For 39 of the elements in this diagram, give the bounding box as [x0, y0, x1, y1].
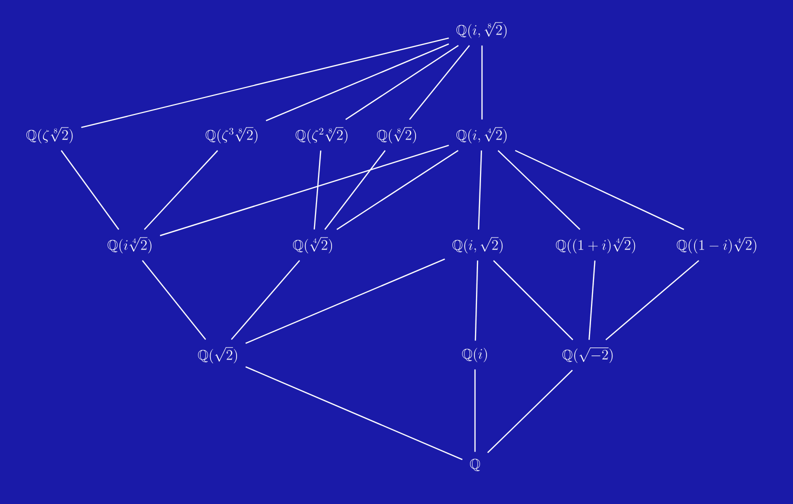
connector-line — [60, 150, 120, 230]
connector-line — [498, 150, 580, 230]
field-label: $\mathbb{Q}(\zeta\sqrt[8]{2})$ — [26, 127, 73, 144]
connector-line — [493, 260, 574, 340]
connector-line — [266, 43, 450, 122]
connector-line — [478, 150, 482, 230]
connector-line — [514, 150, 684, 230]
field-label: $\mathbb{Q}(\sqrt[8]{2})$ — [377, 127, 416, 144]
connector-line — [481, 46, 483, 120]
connector-line — [230, 260, 300, 340]
connector-line — [487, 370, 573, 454]
connector-line — [142, 260, 206, 340]
connector-line — [345, 45, 459, 120]
field-label: $\mathbb{Q}(i)$ — [462, 348, 487, 362]
field-label: $\mathbb{Q}(\sqrt{2})$ — [198, 347, 238, 364]
connector-line — [409, 45, 470, 120]
field-label: $\mathbb{Q}(\zeta^{3}\sqrt[8]{2})$ — [206, 127, 258, 144]
field-label: $\mathbb{Q}(i,\sqrt[8]{2})$ — [456, 22, 507, 38]
connector-line — [314, 150, 322, 230]
connector-line — [245, 366, 463, 460]
field-label: $\mathbb{Q}$ — [470, 458, 480, 472]
field-label: $\mathbb{Q}(i,\sqrt[4]{2})$ — [456, 127, 507, 144]
field-label: $\mathbb{Q}(\sqrt[4]{2})$ — [293, 237, 332, 254]
connector-line — [336, 150, 458, 230]
field-label: $\mathbb{Q}(i\sqrt[4]{2})$ — [108, 237, 152, 254]
connector-line — [324, 150, 386, 230]
field-label: $\mathbb{Q}(i,\sqrt{2})$ — [452, 237, 503, 254]
connector-line — [474, 369, 476, 452]
connector-line — [144, 150, 218, 230]
connector-line — [474, 260, 478, 341]
connector-line — [81, 37, 449, 128]
field-label: $\mathbb{Q}(\sqrt{-2})$ — [562, 348, 613, 364]
connector-line — [160, 144, 449, 236]
field-label: $\mathbb{Q}((1+i)\sqrt[4]{2})$ — [556, 237, 636, 254]
connector-line — [245, 258, 446, 344]
field-label: $\mathbb{Q}(\zeta^{2}\sqrt[8]{2})$ — [296, 127, 348, 144]
field-label: $\mathbb{Q}((1-i)\sqrt[4]{2})$ — [676, 237, 756, 254]
connector-line — [605, 260, 700, 340]
connector-line — [588, 260, 596, 340]
